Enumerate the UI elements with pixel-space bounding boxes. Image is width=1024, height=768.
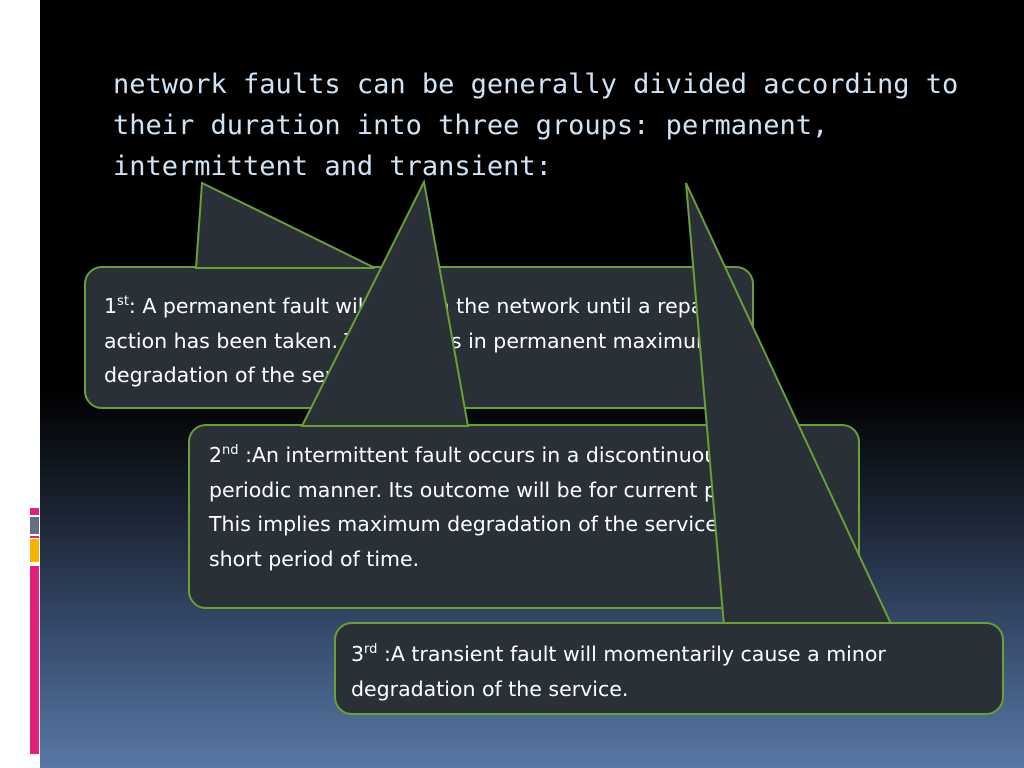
- accent-bar-pink-long: [30, 566, 39, 754]
- callout-3-suffix: rd: [364, 642, 378, 658]
- slide-title: network faults can be generally divided …: [113, 69, 959, 182]
- accent-bar-gray: [30, 517, 39, 534]
- callout-3-ordinal: 3: [351, 642, 365, 666]
- callout-3-body: :A transient fault will momentarily caus…: [351, 642, 886, 701]
- accent-bar-pink-thin: [30, 536, 39, 538]
- callout-1-suffix: st: [117, 294, 129, 310]
- callout-1-ordinal: 1: [104, 294, 118, 318]
- accent-bar-orange: [30, 539, 39, 562]
- callout-2-suffix: nd: [222, 443, 239, 459]
- callout-box-3: 3rd :A transient fault will momentarily …: [334, 622, 1004, 715]
- callout-3-text: 3rd :A transient fault will momentarily …: [351, 637, 987, 706]
- callout-2-ordinal: 2: [209, 443, 223, 467]
- accent-bar-pink: [30, 508, 39, 515]
